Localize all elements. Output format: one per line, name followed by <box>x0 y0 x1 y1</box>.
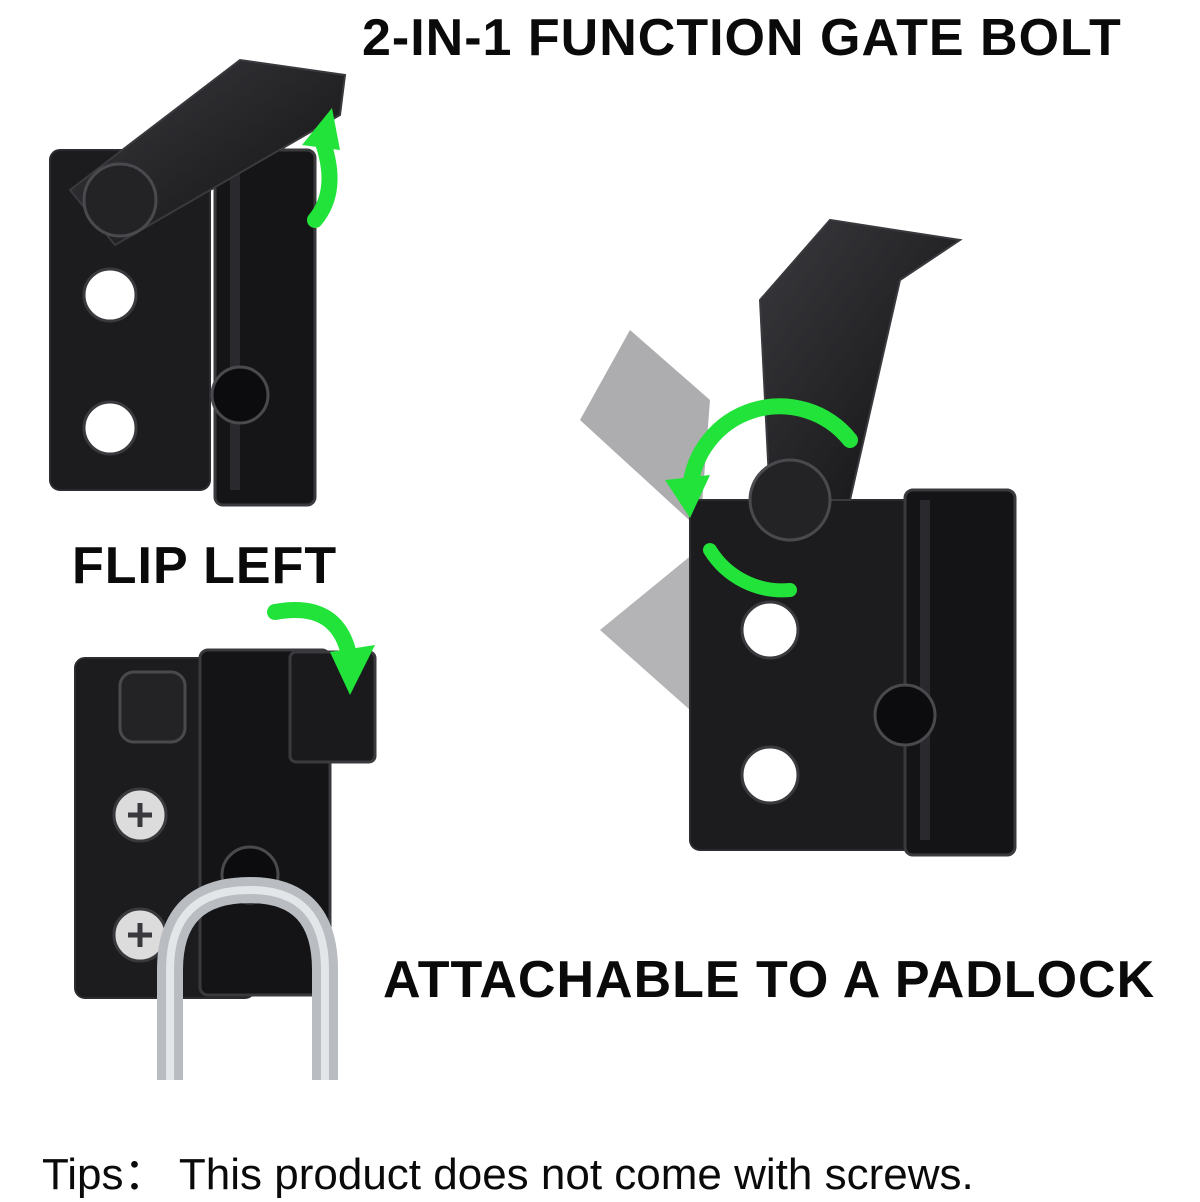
guide-slot <box>920 500 930 840</box>
latch-flip-up-illustration <box>49 58 347 507</box>
padlock-hole <box>873 683 937 747</box>
padlock-hole <box>210 365 270 425</box>
caption-attachable-padlock: ATTACHABLE TO A PADLOCK <box>383 951 1156 1009</box>
bolt-knob <box>118 670 187 744</box>
bolt-knob <box>82 162 158 238</box>
curved-arrow-down-icon <box>267 602 358 668</box>
heading-gate-bolt: 2-IN-1 FUNCTION GATE BOLT <box>362 9 1122 67</box>
screw-hole <box>740 745 800 805</box>
curved-arrow-icon <box>703 543 797 598</box>
guide-plate <box>903 488 1017 857</box>
cross-screw-icon <box>112 787 168 843</box>
screw-hole <box>82 400 138 456</box>
latch-padlock-illustration <box>74 602 377 1080</box>
curved-arrow-head-icon <box>330 645 375 695</box>
guide-slot <box>230 160 240 490</box>
bolt-knob <box>748 458 832 542</box>
tips-note: Tips： This product does not come with sc… <box>42 1150 974 1199</box>
curved-arrow-head-icon <box>665 475 710 518</box>
screw-hole <box>82 267 138 323</box>
screw-hole <box>740 600 800 660</box>
curved-arrow-icon <box>307 132 338 228</box>
bolt-arm <box>758 218 963 501</box>
caption-flip-left: FLIP LEFT <box>72 537 338 595</box>
curved-arrow-icon <box>682 398 858 498</box>
latch-rotation-illustration <box>580 218 1017 857</box>
padlock-shackle-highlight <box>166 885 329 1080</box>
curved-arrow-head-icon <box>302 108 340 150</box>
